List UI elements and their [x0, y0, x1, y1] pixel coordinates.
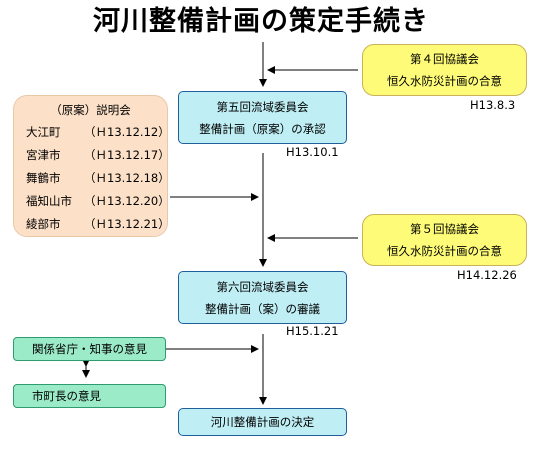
briefing-row: 舞鶴市 （Ｈ13.12.18） [26, 170, 170, 186]
final-box: 河川整備計画の決定 [178, 408, 347, 436]
page-title: 河川整備計画の策定手続き [93, 6, 429, 37]
meeting5-title: 第五回流域委員会 [216, 99, 309, 114]
kyogi4-title: 第４回協議会 [410, 52, 479, 66]
kyogi5-box: 第５回協議会 恒久水防災計画の合意 [362, 214, 527, 266]
briefing-date: （Ｈ13.12.20） [84, 194, 170, 208]
briefing-city: 大江町 [26, 125, 61, 139]
meeting5-subtitle: 整備計画（原案）の承認 [199, 121, 326, 136]
briefing-city: 舞鶴市 [26, 171, 61, 185]
kyogi5-date: H14.12.26 [457, 268, 517, 282]
mayor-label: 市町長の意見 [32, 389, 101, 403]
briefing-date: （Ｈ13.12.18） [84, 171, 170, 185]
kyogi4-subtitle: 恒久水防災計画の合意 [387, 74, 502, 88]
briefing-city: 綾部市 [26, 217, 61, 231]
meeting5-date: H13.10.1 [286, 145, 339, 159]
briefing-box: （原案）説明会 大江町 （Ｈ13.12.12） 宮津市 （Ｈ13.12.17） … [13, 95, 170, 237]
ministry-label: 関係省庁・知事の意見 [32, 342, 147, 356]
briefing-date: （Ｈ13.12.17） [84, 148, 170, 162]
mayor-box: 市町長の意見 [13, 384, 166, 408]
briefing-date: （Ｈ13.12.21） [84, 217, 170, 231]
briefing-row: 福知山市 （Ｈ13.12.20） [26, 193, 170, 209]
briefing-row: 宮津市 （Ｈ13.12.17） [26, 147, 170, 163]
meeting6-subtitle: 整備計画（案）の審議 [205, 301, 320, 316]
briefing-date: （Ｈ13.12.12） [84, 125, 170, 139]
kyogi4-box: 第４回協議会 恒久水防災計画の合意 [362, 44, 527, 96]
briefing-city: 福知山市 [26, 194, 72, 208]
meeting6-title: 第六回流域委員会 [216, 279, 309, 294]
meeting5-box: 第五回流域委員会 整備計画（原案）の承認 [178, 91, 347, 144]
ministry-box: 関係省庁・知事の意見 [13, 337, 166, 361]
briefing-row: 綾部市 （Ｈ13.12.21） [26, 216, 170, 232]
briefing-heading: （原案）説明会 [50, 103, 131, 117]
kyogi5-subtitle: 恒久水防災計画の合意 [387, 244, 502, 258]
briefing-city: 宮津市 [26, 148, 61, 162]
meeting6-date: H15.1.21 [286, 324, 339, 338]
meeting6-box: 第六回流域委員会 整備計画（案）の審議 [178, 271, 347, 324]
kyogi5-title: 第５回協議会 [410, 222, 479, 236]
final-label: 河川整備計画の決定 [210, 415, 315, 429]
kyogi4-date: H13.8.3 [470, 98, 516, 112]
briefing-row: 大江町 （Ｈ13.12.12） [26, 124, 170, 140]
